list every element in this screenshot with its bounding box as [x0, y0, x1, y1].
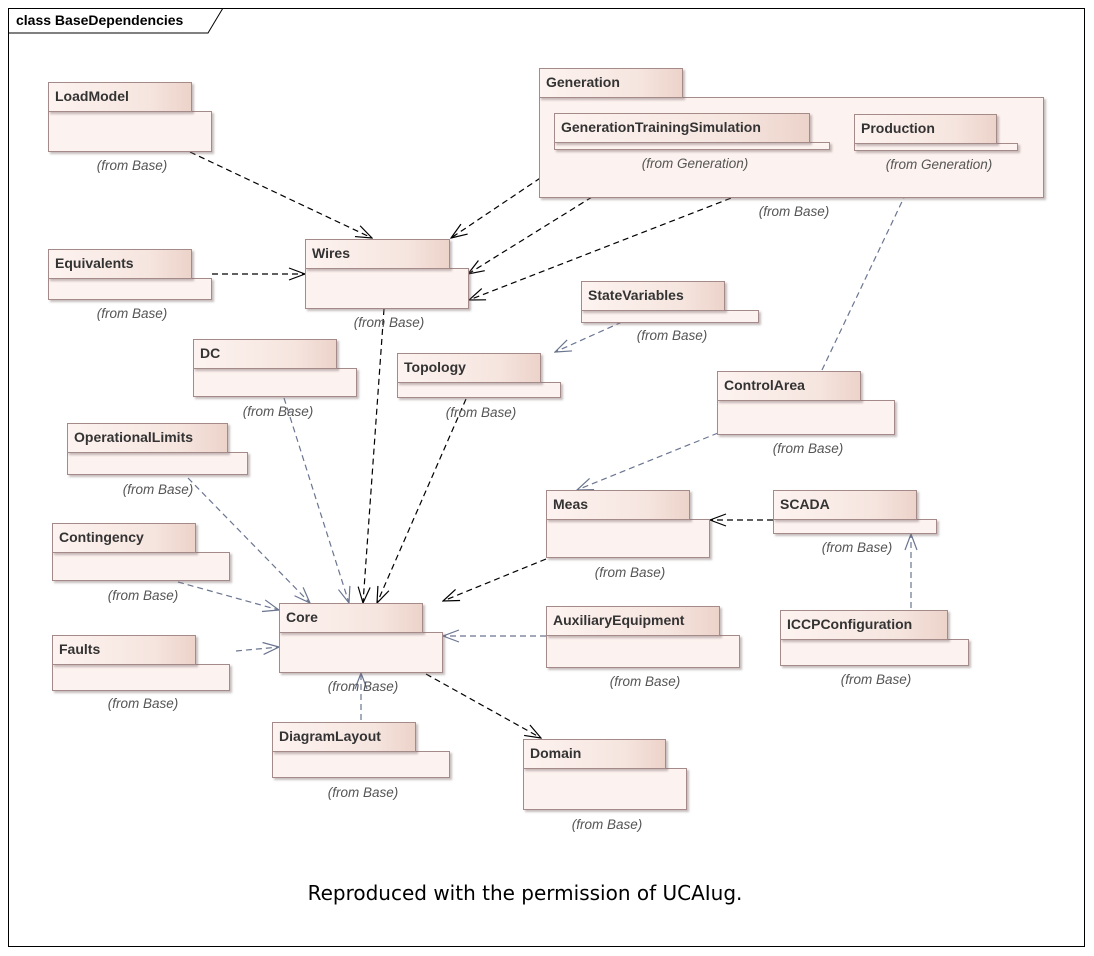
package-body — [52, 552, 230, 581]
package-from-label: (from Base) — [821, 540, 893, 555]
package-name: Equivalents — [55, 255, 134, 271]
package-from-label: (from Base) — [107, 588, 179, 603]
package-from-label: (from Base) — [122, 482, 194, 497]
dep-generation-wires — [468, 196, 593, 274]
diagram-frame — [8, 8, 1085, 947]
package-tab — [717, 371, 861, 401]
dep-production-wires — [469, 150, 853, 300]
package-body — [773, 519, 937, 534]
package-name: StateVariables — [588, 287, 684, 303]
dep-wires-core — [363, 308, 385, 603]
dep-meas-core — [443, 558, 547, 601]
package-tab — [546, 606, 720, 636]
package-name: Faults — [59, 641, 101, 657]
package-body — [854, 143, 1018, 151]
frame-title: class BaseDependencies — [16, 12, 184, 28]
package-tab — [581, 281, 725, 311]
dep-loadmodel-wires — [189, 151, 372, 238]
package-from-label: (from Base) — [96, 306, 168, 321]
package-from-label: (from Base) — [107, 696, 179, 711]
package-body — [279, 632, 443, 673]
package-from-label: (from Generation) — [641, 156, 749, 171]
package-from-label: (from Base) — [327, 785, 399, 800]
package-body — [554, 142, 830, 150]
package-from-label: (from Base) — [571, 817, 643, 832]
package-body — [780, 639, 969, 666]
package-from-label: (from Base) — [840, 672, 912, 687]
package-body — [48, 111, 212, 152]
package-tab — [554, 113, 810, 143]
dep-topology-core — [377, 398, 467, 603]
package-tab — [854, 114, 997, 144]
package-body — [48, 278, 212, 300]
package-name: DiagramLayout — [279, 728, 381, 744]
package-tab — [272, 722, 416, 752]
package-from-label: (from Base) — [96, 158, 168, 173]
frame-tab-outline — [8, 8, 224, 34]
package-name: Core — [286, 609, 318, 625]
package-body — [272, 751, 450, 778]
package-from-label: (from Base) — [594, 565, 666, 580]
dep-controlarea-meas — [577, 432, 719, 490]
dep-statevariables-topology — [555, 321, 623, 352]
package-tab — [279, 603, 423, 633]
package-name: GenerationTrainingSimulation — [561, 119, 761, 135]
package-name: LoadModel — [55, 88, 129, 104]
package-name: ICCPConfiguration — [787, 616, 913, 632]
package-tab — [780, 610, 948, 640]
package-from-label: (from Base) — [445, 405, 517, 420]
package-name: Generation — [546, 74, 620, 90]
package-from-label: (from Base) — [772, 441, 844, 456]
package-name: DC — [200, 345, 221, 361]
package-from-label: (from Base) — [609, 674, 681, 689]
package-name: SCADA — [780, 496, 830, 512]
dep-dc-core — [283, 397, 349, 603]
package-tab — [523, 739, 666, 769]
package-name: AuxiliaryEquipment — [553, 612, 685, 628]
package-name: Production — [861, 120, 935, 136]
package-body — [546, 519, 710, 558]
package-from-label: (from Base) — [758, 204, 830, 219]
caption: Reproduced with the permission of UCAIug… — [307, 881, 743, 905]
package-name: Contingency — [59, 529, 144, 545]
package-from-label: (from Base) — [353, 315, 425, 330]
package-name: Wires — [312, 245, 351, 261]
package-name: OperationalLimits — [74, 429, 194, 445]
package-tab — [52, 635, 196, 665]
package-body — [52, 664, 230, 691]
package-from-label: (from Base) — [636, 328, 708, 343]
package-tab — [48, 82, 192, 112]
package-tab — [52, 523, 196, 553]
package-tab — [546, 490, 690, 520]
dep-gentraining-wires — [451, 149, 583, 238]
package-body — [305, 268, 469, 309]
package-tab — [773, 490, 917, 520]
package-body — [193, 368, 357, 397]
dep-operationallimits-core — [187, 477, 310, 603]
package-tab — [48, 249, 192, 279]
package-from-label: (from Generation) — [885, 157, 993, 172]
package-from-label: (from Base) — [327, 679, 399, 694]
package-tab — [67, 423, 228, 453]
package-name: Meas — [553, 496, 589, 512]
dep-contingency-core — [177, 581, 279, 610]
package-tab — [305, 239, 450, 269]
package-tab — [539, 68, 683, 98]
dep-core-domain — [425, 673, 541, 738]
package-tab — [397, 353, 541, 383]
package-name: ControlArea — [724, 377, 805, 393]
dep-faults-core — [235, 647, 279, 651]
package-tab — [193, 339, 337, 369]
package-body — [67, 452, 248, 475]
package-body — [523, 768, 687, 810]
package-name: Topology — [404, 359, 466, 375]
package-body — [717, 400, 895, 435]
package-body — [397, 382, 561, 398]
package-name: Domain — [530, 745, 582, 761]
package-body — [581, 310, 759, 323]
package-from-label: (from Base) — [242, 404, 314, 419]
package-body — [546, 635, 740, 668]
